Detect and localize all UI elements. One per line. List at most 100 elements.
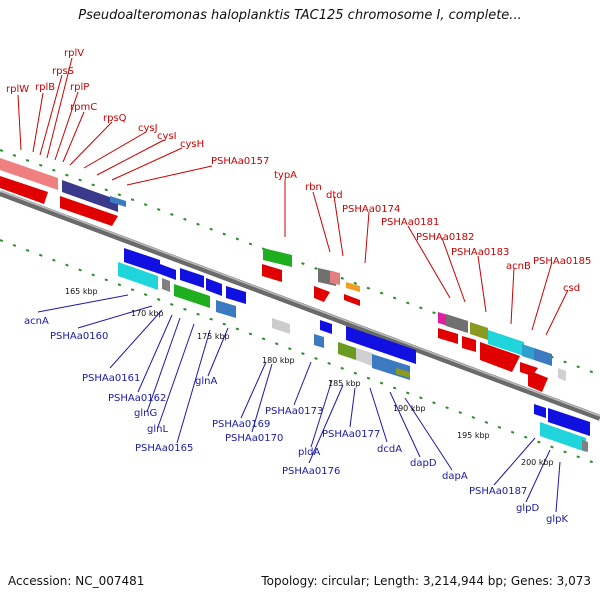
gene-label[interactable]: rpsS bbox=[52, 66, 74, 77]
gene-label[interactable]: rplB bbox=[35, 82, 55, 93]
gene-label[interactable]: acnA bbox=[24, 316, 49, 327]
gene-label[interactable]: PSHAa0181 bbox=[381, 217, 439, 228]
scale-label: 180 kbp bbox=[262, 356, 295, 365]
feature-block[interactable] bbox=[396, 368, 410, 378]
feature-block[interactable] bbox=[330, 271, 340, 285]
gene-label[interactable]: glnL bbox=[147, 424, 168, 435]
feature-block[interactable] bbox=[110, 196, 126, 207]
gene-label[interactable]: PSHAa0165 bbox=[135, 443, 193, 454]
feature-arrow[interactable] bbox=[462, 336, 476, 352]
map-title: Pseudoalteromonas haloplanktis TAC125 ch… bbox=[78, 8, 522, 23]
feature-arrow[interactable] bbox=[262, 264, 282, 282]
gene-label[interactable]: rpmC bbox=[70, 102, 97, 113]
gene-label[interactable]: rpsQ bbox=[103, 113, 127, 124]
gene-label[interactable]: dcdA bbox=[377, 444, 402, 455]
gene-label[interactable]: PSHAa0182 bbox=[416, 232, 474, 243]
feature-arrow[interactable] bbox=[438, 328, 458, 344]
scale-label: 175 kbp bbox=[197, 332, 230, 341]
feature-block[interactable] bbox=[356, 348, 372, 366]
feature-arrow[interactable] bbox=[226, 286, 246, 304]
gene-label[interactable]: PSHAa0187 bbox=[469, 486, 527, 497]
feature-block[interactable] bbox=[216, 300, 236, 318]
gene-label[interactable]: dtd bbox=[326, 190, 343, 201]
gene-label[interactable]: PSHAa0176 bbox=[282, 466, 340, 477]
feature-block[interactable] bbox=[272, 318, 290, 334]
gene-label[interactable]: PSHAa0162 bbox=[108, 393, 166, 404]
gene-label[interactable]: cysI bbox=[157, 131, 177, 142]
gene-label[interactable]: dapA bbox=[442, 471, 468, 482]
gene-label[interactable]: pldA bbox=[298, 447, 320, 458]
gene-label[interactable]: rbn bbox=[305, 182, 322, 193]
scale-label: 170 kbp bbox=[131, 309, 164, 318]
gene-label[interactable]: acnB bbox=[506, 261, 531, 272]
gene-label[interactable]: PSHAa0160 bbox=[50, 331, 108, 342]
tick-track-inner bbox=[0, 239, 600, 466]
gene-label[interactable]: rplV bbox=[64, 48, 84, 59]
feature-block[interactable] bbox=[582, 440, 588, 452]
feature-arrows[interactable] bbox=[0, 176, 48, 204]
gene-label[interactable]: rplW bbox=[6, 84, 29, 95]
gene-label[interactable]: glpK bbox=[546, 514, 568, 525]
feature-arrow[interactable] bbox=[124, 248, 160, 274]
feature-arrow[interactable] bbox=[314, 286, 330, 302]
feature-arrow[interactable] bbox=[528, 370, 548, 392]
gene-label[interactable]: PSHAa0185 bbox=[533, 256, 591, 267]
feature-block[interactable] bbox=[534, 348, 552, 366]
feature-block[interactable] bbox=[522, 344, 534, 360]
gene-label[interactable]: glnG bbox=[134, 408, 157, 419]
feature-block[interactable] bbox=[314, 334, 324, 348]
feature-block[interactable] bbox=[488, 330, 524, 356]
scale-label: 165 kbp bbox=[65, 287, 98, 296]
feature-arrow[interactable] bbox=[60, 196, 118, 226]
reverse-gene-labels: acnA PSHAa0160 PSHAa0161 PSHAa0162 glnG … bbox=[24, 316, 568, 525]
feature-arrow[interactable] bbox=[480, 342, 520, 372]
gene-label[interactable]: PSHAa0157 bbox=[211, 156, 269, 167]
feature-block[interactable] bbox=[438, 312, 448, 326]
feature-arrow[interactable] bbox=[534, 404, 546, 418]
feature-block[interactable] bbox=[346, 282, 360, 292]
feature-block[interactable] bbox=[470, 322, 488, 340]
gene-label[interactable]: glpD bbox=[516, 503, 539, 514]
feature-block[interactable] bbox=[118, 262, 158, 290]
gene-label[interactable]: PSHAa0170 bbox=[225, 433, 283, 444]
gene-label[interactable]: PSHAa0177 bbox=[322, 429, 380, 440]
gene-label[interactable]: cysH bbox=[180, 139, 204, 150]
feature-arrow[interactable] bbox=[320, 320, 332, 334]
feature-block[interactable] bbox=[344, 294, 360, 306]
topology-text: Topology: circular; Length: 3,214,944 bp… bbox=[261, 574, 591, 588]
feature-arrow[interactable] bbox=[180, 268, 204, 288]
scale-label: 200 kbp bbox=[521, 458, 554, 467]
scale-label: 185 kbp bbox=[328, 379, 361, 388]
gene-label[interactable]: PSHAa0169 bbox=[212, 419, 270, 430]
feature-arrow[interactable] bbox=[206, 278, 222, 296]
feature-block[interactable] bbox=[446, 314, 468, 333]
scale-label: 190 kbp bbox=[393, 404, 426, 413]
reverse-features bbox=[118, 248, 590, 452]
gene-label[interactable]: PSHAa0183 bbox=[451, 247, 509, 258]
feature-block[interactable] bbox=[558, 368, 566, 381]
gene-label[interactable]: glnA bbox=[195, 376, 217, 387]
feature-block[interactable] bbox=[540, 422, 586, 452]
feature-arrows[interactable] bbox=[346, 326, 416, 364]
gene-label[interactable]: PSHAa0174 bbox=[342, 204, 400, 215]
feature-block[interactable] bbox=[263, 248, 292, 267]
sequence-backbone bbox=[0, 190, 600, 421]
gene-label[interactable]: csd bbox=[563, 283, 580, 294]
feature-block[interactable] bbox=[174, 284, 210, 308]
gene-label[interactable]: PSHAa0161 bbox=[82, 373, 140, 384]
gene-label[interactable]: cysJ bbox=[138, 123, 158, 134]
feature-block[interactable] bbox=[162, 278, 170, 292]
gene-label[interactable]: dapD bbox=[410, 458, 437, 469]
feature-block[interactable] bbox=[338, 342, 356, 360]
gene-label[interactable]: typA bbox=[274, 170, 297, 181]
accession-text: Accession: NC_007481 bbox=[8, 574, 145, 588]
feature-block[interactable] bbox=[0, 158, 58, 190]
feature-arrow[interactable] bbox=[548, 408, 590, 436]
feature-arrows[interactable] bbox=[160, 264, 176, 280]
forward-leader-lines bbox=[17, 57, 569, 336]
gene-label[interactable]: rplP bbox=[70, 82, 89, 93]
feature-block[interactable] bbox=[62, 180, 118, 212]
gene-label[interactable]: PSHAa0173 bbox=[265, 406, 323, 417]
forward-features bbox=[0, 158, 566, 392]
